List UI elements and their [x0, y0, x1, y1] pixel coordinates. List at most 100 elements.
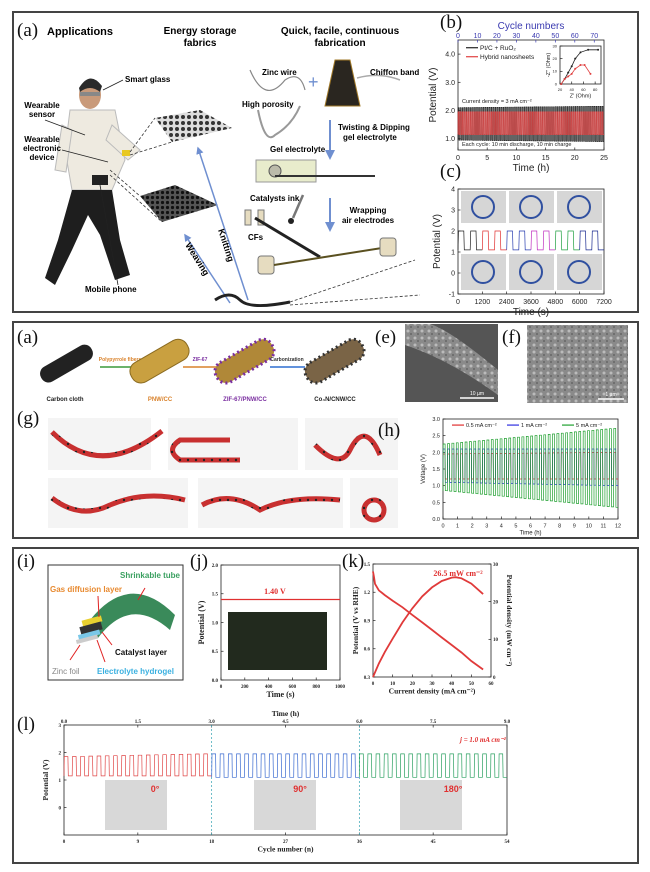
label-zinc-foil: Zinc foil	[52, 667, 80, 676]
x2-tick-label: 50	[551, 33, 559, 40]
panel-letter-g: (g)	[17, 408, 39, 429]
y-tick-label: 0	[555, 81, 558, 86]
y-tick-label: 2	[59, 751, 62, 756]
x-axis-label: Cycle number (n)	[257, 845, 314, 854]
x-tick-label: 45	[431, 840, 437, 845]
panel-3-frame	[12, 547, 639, 864]
y-tick-label: 2.0	[432, 450, 440, 456]
panel-1a-illustration: (a) Applications Energy storage fabrics …	[17, 20, 421, 307]
x2-tick-label: 4.5	[282, 720, 289, 725]
series-line	[457, 230, 483, 251]
bend-angle-label: 90°	[293, 784, 307, 794]
data-point	[597, 48, 600, 51]
step-co4n: Co₄N/CNW/CC	[314, 397, 356, 403]
panel-letter-f: (f)	[502, 327, 521, 348]
panel-letter-k: (k)	[342, 551, 364, 572]
panel-letter-i: (i)	[17, 551, 35, 572]
data-point	[574, 57, 577, 60]
heading-applications: Applications	[47, 26, 113, 38]
data-point	[567, 71, 570, 74]
data-point	[570, 65, 573, 68]
y-tick-label: 1.2	[364, 591, 371, 596]
y-tick-label: 2.0	[445, 108, 455, 115]
led-demo-photos	[48, 418, 398, 528]
y-tick-label: 3	[59, 724, 62, 729]
panel-letter-j: (j)	[190, 551, 208, 572]
series-line	[211, 753, 360, 778]
x-tick-label: 200	[241, 685, 249, 690]
x-tick-label: 3	[485, 524, 488, 530]
y-axis-label: Potential (V)	[197, 600, 206, 644]
legend-label: 1 mA cm⁻²	[521, 423, 547, 429]
step-zif-pnw: ZIF-67/PNW/CC	[223, 397, 267, 403]
x-tick-label: 0	[441, 524, 444, 530]
x-tick-label: 1200	[475, 299, 491, 306]
label-electrolyte: Electrolyte hydrogel	[97, 667, 174, 676]
panel-letter-h: (h)	[378, 420, 400, 441]
x-tick-label: 60	[489, 682, 495, 687]
sem-image-e: 10 µm	[405, 324, 498, 402]
x-tick-label: 9	[137, 840, 140, 845]
x2-tick-label: 70	[590, 33, 598, 40]
x-tick-label: 25	[600, 155, 608, 162]
panel-letter-e: (e)	[375, 327, 396, 348]
x2-tick-label: 3.0	[209, 720, 216, 725]
x-tick-label: 50	[469, 682, 475, 687]
photo-insets	[461, 191, 602, 290]
x-tick-label: 10	[586, 524, 592, 530]
y-axis-label: -Z'' (Ohm)	[546, 53, 552, 78]
x-axis-label: Z' (Ohm)	[570, 94, 592, 100]
legend-label: Pt/C + RuO₂	[480, 45, 516, 52]
step-zif: ZIF-67	[193, 357, 208, 363]
x-tick-label: 3600	[523, 299, 539, 306]
y-tick-label: -1	[449, 291, 455, 298]
label-wearable-sensor: Wearable	[24, 101, 60, 110]
annotation: 26.5 mW cm⁻²	[433, 569, 483, 578]
panel-letter-a2: (a)	[17, 327, 38, 348]
x-axis-label: Time (s)	[513, 307, 549, 318]
x-tick-label: 4800	[548, 299, 564, 306]
x2-tick-label: 6.0	[356, 720, 363, 725]
y-tick-label: 3	[451, 207, 455, 214]
y-tick-label: 0.0	[212, 679, 219, 684]
heading-energy-storage-2: fabrics	[184, 38, 217, 49]
x-tick-label: 6000	[572, 299, 588, 306]
series-line	[481, 230, 507, 251]
photo-bend-90	[254, 780, 316, 830]
x-tick-label: 7200	[596, 299, 612, 306]
label-gel-electrolyte: Gel electrolyte	[270, 145, 326, 154]
x-tick-label: 0	[372, 682, 375, 687]
y-tick-label: 2.0	[212, 564, 219, 569]
y-tick-label: 0	[451, 270, 455, 277]
x-axis-label: Current density (mA cm⁻²)	[389, 687, 476, 696]
x-tick-label: 8	[558, 524, 561, 530]
x-tick-label: 9	[573, 524, 576, 530]
series-line	[554, 230, 580, 251]
x-tick-label: 2	[471, 524, 474, 530]
panel-2-frame	[12, 321, 639, 539]
x-tick-label: 4	[500, 524, 503, 530]
x-tick-label: 15	[542, 155, 550, 162]
label-cfs: CFs	[248, 233, 264, 242]
y-tick-label: 2	[451, 228, 455, 235]
bend-angle-label: 180°	[444, 784, 463, 794]
x2-tick-label: 20	[493, 33, 501, 40]
y-axis-label: Potential (V)	[41, 759, 50, 801]
sem-image-f: 1 µm	[527, 325, 628, 403]
x-tick-label: 54	[505, 840, 511, 845]
data-point	[574, 67, 577, 70]
series-line	[457, 105, 604, 142]
y-tick-label: 2.5	[432, 434, 440, 440]
x-tick-label: 5	[514, 524, 517, 530]
y-tick-label: 0.5	[212, 650, 219, 655]
x-tick-label: 400	[265, 685, 273, 690]
x-tick-label: 20	[558, 87, 563, 92]
y-tick-label: 0.6	[364, 648, 371, 653]
y-tick-label: 0.5	[432, 500, 440, 506]
label-weaving: Weaving	[183, 241, 211, 278]
series-line	[63, 753, 212, 777]
data-point	[583, 64, 586, 66]
